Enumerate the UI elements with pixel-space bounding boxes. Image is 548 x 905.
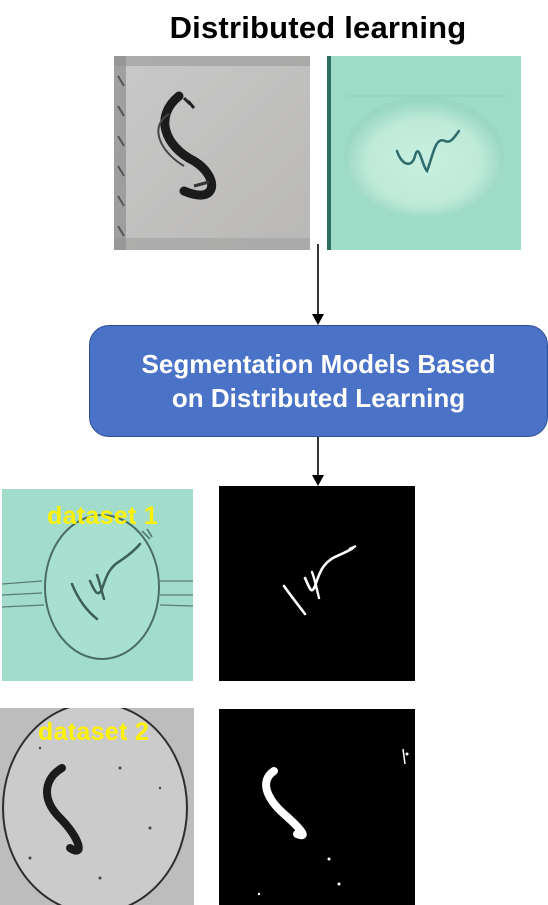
- dataset-2-mask: [219, 709, 415, 905]
- synthetic-teal-worm-image: [327, 56, 521, 250]
- dataset-1-image: [2, 489, 193, 681]
- dataset-2-image: [0, 708, 194, 905]
- arrow-down-1: [312, 244, 324, 325]
- diagram-title: Distributed learning: [169, 10, 467, 45]
- synthetic-gray-worm-image: [114, 56, 310, 250]
- dataset-1-label: dataset 1: [47, 502, 159, 530]
- dataset-1-mask: [219, 486, 415, 681]
- arrow-down-2: [312, 437, 324, 486]
- dataset-2-label: dataset 2: [38, 718, 150, 746]
- segmentation-model-box: Segmentation Models Based on Distributed…: [89, 325, 548, 437]
- segmentation-model-text: Segmentation Models Based on Distributed…: [141, 349, 496, 413]
